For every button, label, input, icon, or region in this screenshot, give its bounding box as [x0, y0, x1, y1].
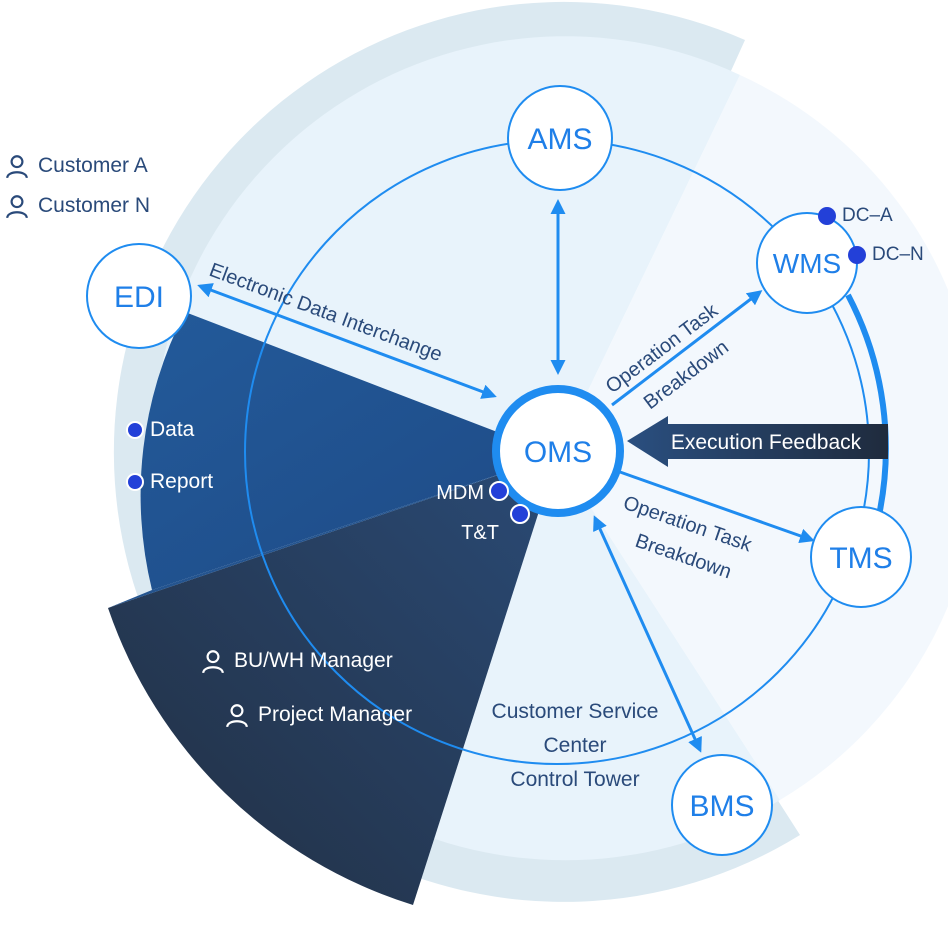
wms-tms-link [845, 293, 889, 521]
customer-item: Customer N [4, 193, 150, 219]
node-oms[interactable]: OMS [492, 385, 624, 517]
service-center-label: Customer Service Center Control Tower [465, 695, 685, 797]
node-edi-label: EDI [114, 281, 164, 314]
node-tms-label: TMS [829, 542, 892, 575]
edi-oms-arrow [197, 283, 497, 399]
node-oms-label: OMS [524, 436, 592, 469]
wms-site-label: DC–A [842, 205, 893, 226]
tt-label: T&T [461, 522, 499, 544]
manager-label: Project Manager [258, 703, 413, 726]
manager-item: BU/WH Manager [200, 648, 393, 674]
manager-label: BU/WH Manager [234, 649, 393, 672]
oms-bms-arrow [593, 515, 702, 753]
service-center-line: Control Tower [510, 768, 640, 791]
customer-item: Customer A [4, 153, 150, 179]
edi-output-item: Data [126, 418, 213, 442]
customer-list: Customer A Customer N [4, 153, 150, 219]
node-bms-label: BMS [689, 790, 754, 823]
node-wms-label: WMS [773, 248, 841, 279]
node-edi[interactable]: EDI [86, 243, 192, 349]
tt-dot [510, 504, 530, 524]
mdm-dot [489, 481, 509, 501]
mdm-label: MDM [436, 482, 484, 504]
person-icon [6, 195, 28, 219]
execution-feedback-arrow: Execution Feedback [627, 416, 888, 467]
oms-tms-arrow [619, 470, 815, 544]
feedback-label: Execution Feedback [671, 431, 862, 454]
blue-sector-lower [108, 455, 557, 608]
service-center-line: Center [543, 734, 607, 757]
customer-name: Customer A [38, 154, 148, 177]
person-icon [6, 155, 28, 179]
wms-site-item: DC–A [818, 205, 893, 227]
service-center-line: Customer Service [491, 700, 659, 723]
manager-sector [108, 455, 557, 905]
node-tms[interactable]: TMS [810, 506, 912, 608]
site-dot-icon [848, 246, 866, 264]
wms-site-item: DC–N [848, 244, 924, 266]
edi-output-list: Data Report [126, 418, 213, 494]
edi-output-item: Report [126, 470, 213, 494]
node-ams[interactable]: AMS [507, 85, 613, 191]
manager-item: Project Manager [224, 702, 412, 728]
node-bms[interactable]: BMS [671, 754, 773, 856]
node-wms[interactable]: WMS [756, 212, 858, 314]
person-icon [226, 704, 248, 728]
node-ams-label: AMS [527, 123, 592, 156]
customer-name: Customer N [38, 194, 151, 217]
site-dot-icon [818, 207, 836, 225]
bullet-dot-icon [126, 421, 144, 439]
person-icon [202, 650, 224, 674]
edi-output-label: Data [150, 418, 195, 441]
wms-site-label: DC–N [872, 244, 924, 265]
bullet-dot-icon [126, 473, 144, 491]
oms-wms-arrow [611, 290, 763, 407]
edi-output-label: Report [150, 470, 214, 493]
